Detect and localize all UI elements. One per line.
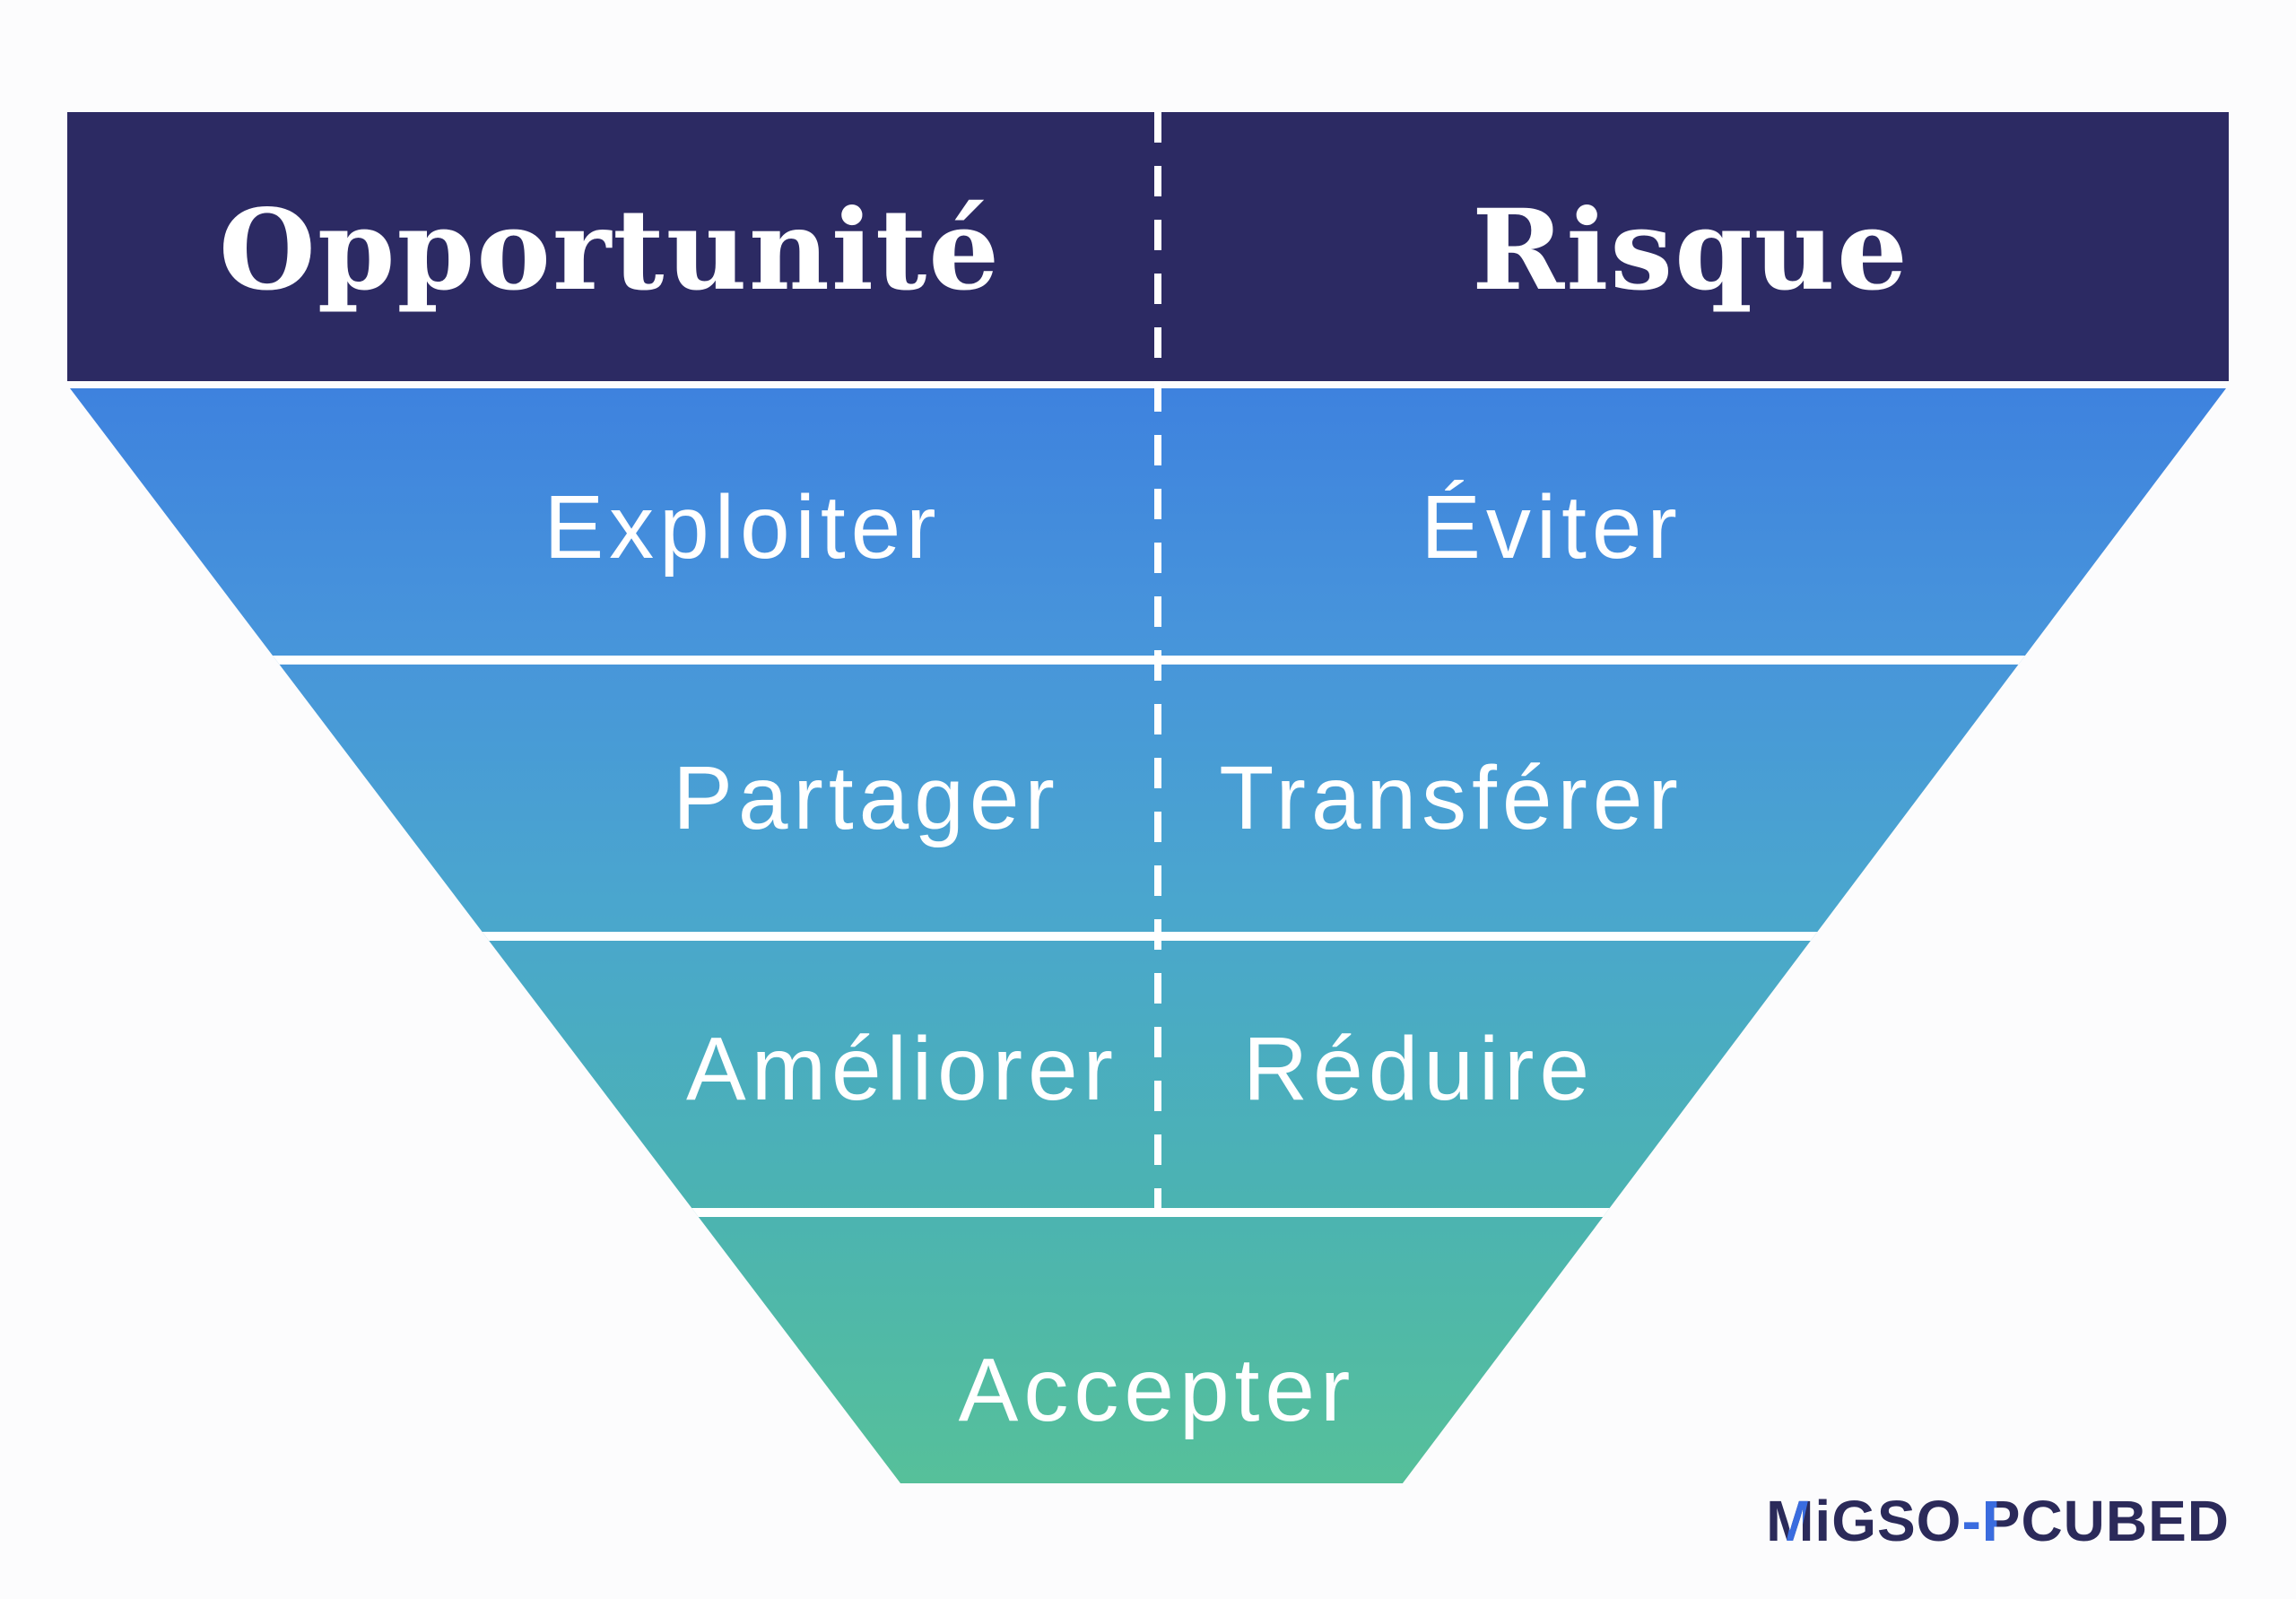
header-band <box>67 112 2229 381</box>
header-label-opportunite: Opportunité <box>218 186 1002 316</box>
header-label-risque: Risque <box>1472 186 1909 316</box>
logo-hyphen: - <box>1961 1489 1982 1553</box>
row-label-reduire: Réduire <box>1242 1019 1596 1119</box>
row-divider-3 <box>70 1208 2226 1217</box>
row-label-transferer: Transférer <box>1219 748 1683 848</box>
row-divider-1 <box>70 656 2226 665</box>
logo-text-igso: iGSO <box>1814 1489 1962 1553</box>
logo-letter-m: M <box>1766 1492 1814 1550</box>
row-label-ameliorer: Améliorer <box>686 1019 1118 1119</box>
row-label-partager: Partager <box>673 748 1060 848</box>
center-dashed-divider <box>1154 112 1161 1217</box>
funnel-body <box>70 388 2226 1483</box>
logo-text-cubed: CUBED <box>2021 1489 2230 1553</box>
row-label-exploiter: Exploiter <box>544 477 942 578</box>
migso-pcubed-logo: MiGSO-PCUBED <box>1766 1492 2230 1550</box>
row-label-eviter: Éviter <box>1421 477 1683 578</box>
logo-letter-p: P <box>1982 1492 2022 1550</box>
row-label-accepter: Accepter <box>958 1340 1356 1440</box>
row-divider-2 <box>70 932 2226 941</box>
